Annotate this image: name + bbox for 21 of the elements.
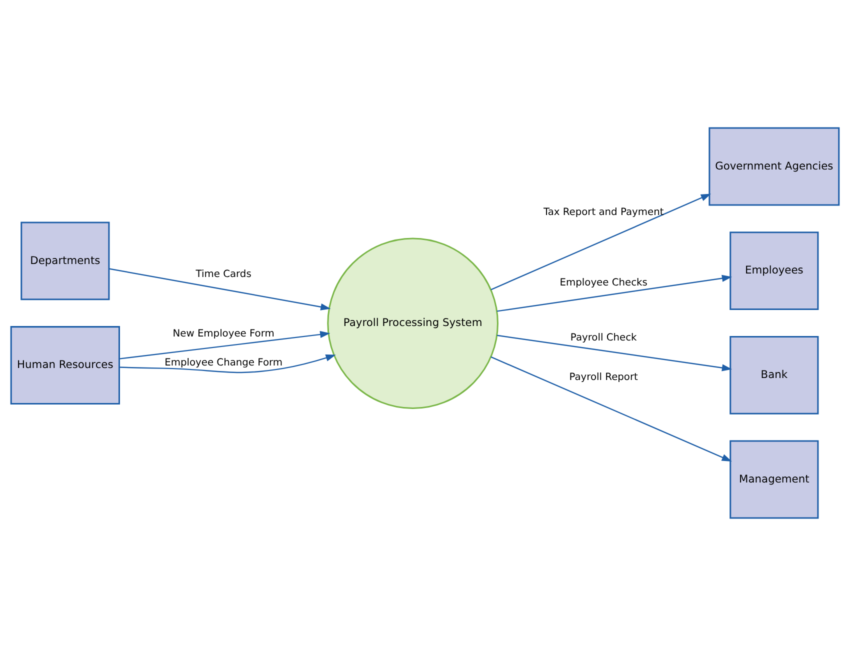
edge-label: New Employee Form xyxy=(172,328,274,340)
node-box: Government Agencies xyxy=(708,127,840,206)
node-box: Bank xyxy=(730,336,819,414)
edge-label: Payroll Report xyxy=(569,372,638,384)
node-box: Management xyxy=(730,440,819,519)
arrow xyxy=(496,334,732,372)
node-box: Human Resources xyxy=(10,326,120,404)
arrow xyxy=(496,274,732,312)
node-box: Employees xyxy=(730,232,819,310)
node-box: Departments xyxy=(20,222,110,300)
arrow xyxy=(119,354,336,374)
arrow xyxy=(108,268,331,310)
edge-label: Payroll Check xyxy=(570,332,637,344)
edge-label: Employee Checks xyxy=(560,278,648,289)
edge-label: Time Cards xyxy=(196,269,252,280)
arrow xyxy=(490,356,732,462)
node-circle: Payroll Processing System xyxy=(327,238,498,410)
arrow xyxy=(119,331,330,360)
edge-label: Tax Report and Payment xyxy=(543,206,664,218)
edge-label: Employee Change Form xyxy=(164,358,283,369)
arrow xyxy=(490,194,712,290)
